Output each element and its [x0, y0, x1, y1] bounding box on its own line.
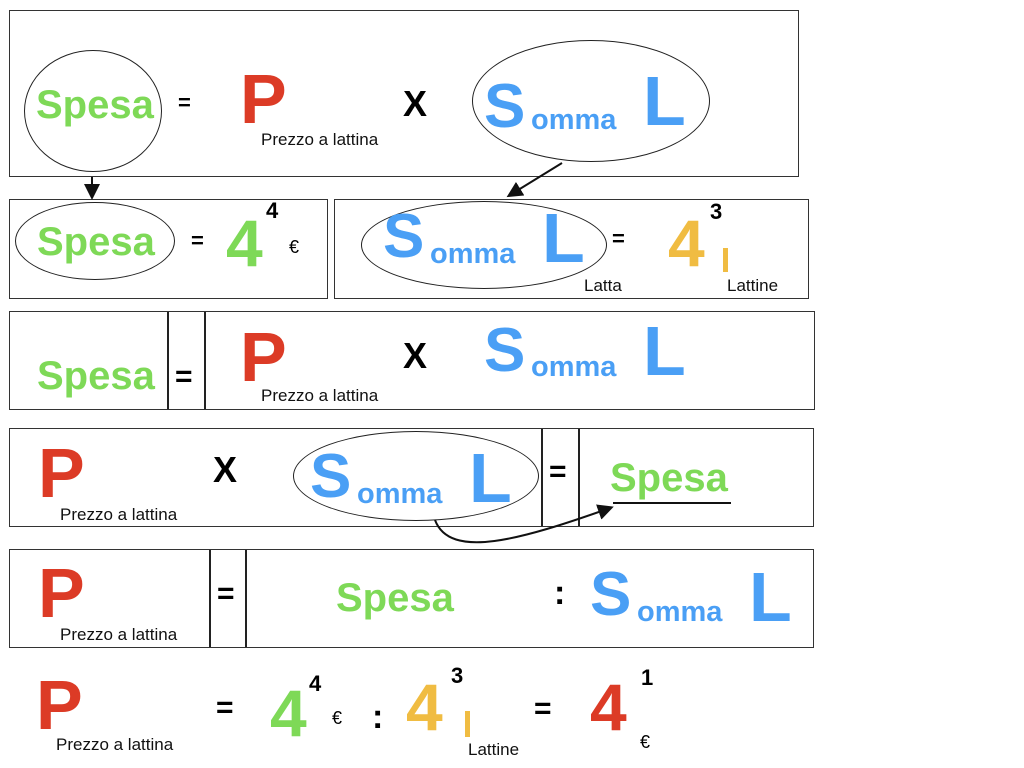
euro-unit: € [640, 732, 651, 752]
somma-l: L [643, 312, 686, 390]
spesa-value: 4 [270, 676, 307, 750]
somma-s: S [310, 442, 352, 511]
spesa-term: Spesa [336, 576, 454, 620]
somma-s: S [383, 202, 425, 271]
somma-omma: omma [430, 238, 516, 270]
formula-box-3 [9, 311, 815, 410]
spesa-value: 4 [226, 206, 263, 280]
prezzo-symbol: P [38, 554, 85, 632]
formula-box-5 [9, 549, 814, 648]
equals-sign: = [549, 455, 567, 488]
spesa-ellipse [15, 202, 175, 280]
spesa-value-superscript: 4 [309, 671, 322, 696]
lattine-unit-mark [465, 711, 470, 737]
euro-unit: € [289, 237, 300, 257]
lattine-label: Lattine [468, 740, 520, 759]
divider-left [541, 429, 543, 526]
equals-sign: = [178, 90, 191, 115]
somma-s: S [484, 316, 526, 385]
prezzo-symbol: P [240, 60, 287, 138]
prezzo-symbol: P [36, 666, 83, 744]
lattine-label: Lattine [727, 276, 779, 295]
somma-l: L [643, 62, 686, 140]
lattine-value-superscript: 3 [710, 199, 723, 224]
equals-sign: = [216, 691, 234, 724]
equals-sign: = [612, 226, 625, 251]
prezzo-symbol: P [38, 434, 85, 512]
somma-omma: omma [637, 596, 723, 628]
prezzo-label: Prezzo a lattina [56, 735, 174, 754]
divider-right [245, 550, 247, 647]
equals-sign: = [534, 692, 552, 725]
divider-left [167, 312, 169, 409]
somma-s: S [590, 560, 632, 629]
divide-sign: : [372, 698, 384, 736]
spesa-term: Spesa [37, 354, 155, 398]
spesa-result: Spesa [610, 456, 728, 500]
lattine-value-superscript: 3 [451, 663, 464, 688]
prezzo-symbol: P [240, 318, 287, 396]
divider-right [204, 312, 206, 409]
somma-omma: omma [531, 104, 617, 136]
latta-label: Latta [584, 276, 622, 295]
prezzo-result-superscript: 1 [641, 665, 654, 690]
spesa-circle [24, 50, 162, 172]
somma-s: S [484, 72, 526, 141]
prezzo-result-value: 4 [590, 670, 627, 744]
somma-ellipse [472, 40, 710, 162]
somma-ellipse [293, 431, 539, 521]
somma-l: L [749, 558, 792, 636]
prezzo-label: Prezzo a lattina [60, 505, 178, 524]
spesa-value-superscript: 4 [266, 198, 279, 223]
prezzo-label: Prezzo a lattina [60, 625, 178, 644]
spesa-term: Spesa [37, 220, 155, 264]
equals-sign: = [175, 360, 193, 393]
spesa-term: Spesa [36, 83, 154, 127]
lattine-unit-mark [723, 248, 728, 272]
euro-unit: € [332, 708, 343, 728]
somma-l: L [469, 439, 512, 517]
somma-omma: omma [531, 351, 617, 383]
times-sign: X [403, 83, 428, 124]
prezzo-label: Prezzo a lattina [261, 386, 379, 405]
equals-sign: = [191, 228, 204, 253]
lattine-value: 4 [668, 206, 705, 280]
equals-sign: = [217, 577, 235, 610]
somma-l: L [542, 199, 585, 277]
prezzo-label: Prezzo a lattina [261, 130, 379, 149]
spesa-underline [613, 502, 731, 504]
lattine-value: 4 [406, 670, 443, 744]
times-sign: X [213, 449, 238, 490]
times-sign: X [403, 335, 428, 376]
somma-omma: omma [357, 478, 443, 510]
divider-right [578, 429, 580, 526]
divide-sign: : [554, 574, 566, 612]
divider-left [209, 550, 211, 647]
somma-ellipse [361, 201, 607, 289]
